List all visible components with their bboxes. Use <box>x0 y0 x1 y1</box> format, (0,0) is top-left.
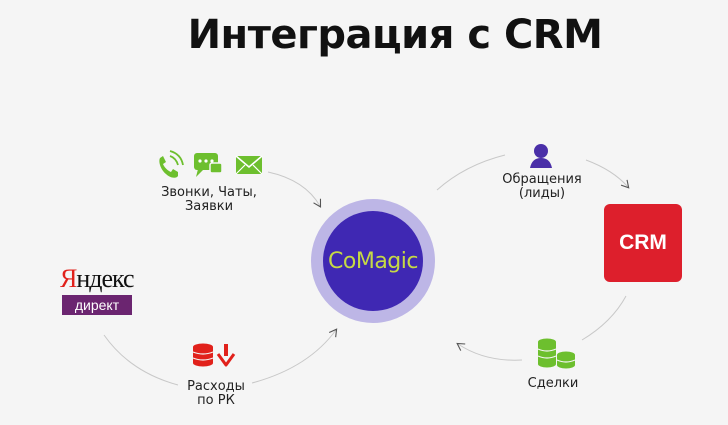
arc-hub-to-leads <box>436 154 506 191</box>
mail-icon <box>235 155 263 175</box>
user-icon <box>530 144 552 168</box>
leads-label: Обращения (лиды) <box>502 172 582 201</box>
costs-label: Расходы по РК <box>187 379 245 408</box>
arc-calls-to-hub <box>267 171 322 208</box>
coins-icon <box>537 338 576 369</box>
chat-icon <box>194 153 223 177</box>
calls-label: Звонки, Чаты, Заявки <box>161 185 257 214</box>
arc-crm-to-deals <box>581 295 627 341</box>
arc-deals-to-hub <box>456 342 523 361</box>
crm-logo-text: CRM <box>619 231 667 254</box>
comagic-logo-text: CoMagic <box>328 248 418 274</box>
yandex-logo-rest: ндекс <box>76 264 134 293</box>
arc-leads-to-crm <box>585 159 630 189</box>
page-title: Интеграция с CRM <box>187 12 603 58</box>
arc-yandex-to-costs <box>103 334 179 386</box>
deals-label: Сделки <box>527 376 579 391</box>
arc-costs-to-hub <box>251 328 338 384</box>
coins-down-icon <box>192 343 236 367</box>
yandex-logo-initial: Я <box>60 264 77 293</box>
comagic-logo: CoMagic <box>323 211 423 311</box>
crm-logo: CRM <box>604 204 682 282</box>
yandex-direct-badge: директ <box>62 295 132 315</box>
phone-icon <box>159 150 184 178</box>
comagic-hub: CoMagic <box>311 199 435 323</box>
yandex-logo: Яндекс <box>60 264 135 294</box>
